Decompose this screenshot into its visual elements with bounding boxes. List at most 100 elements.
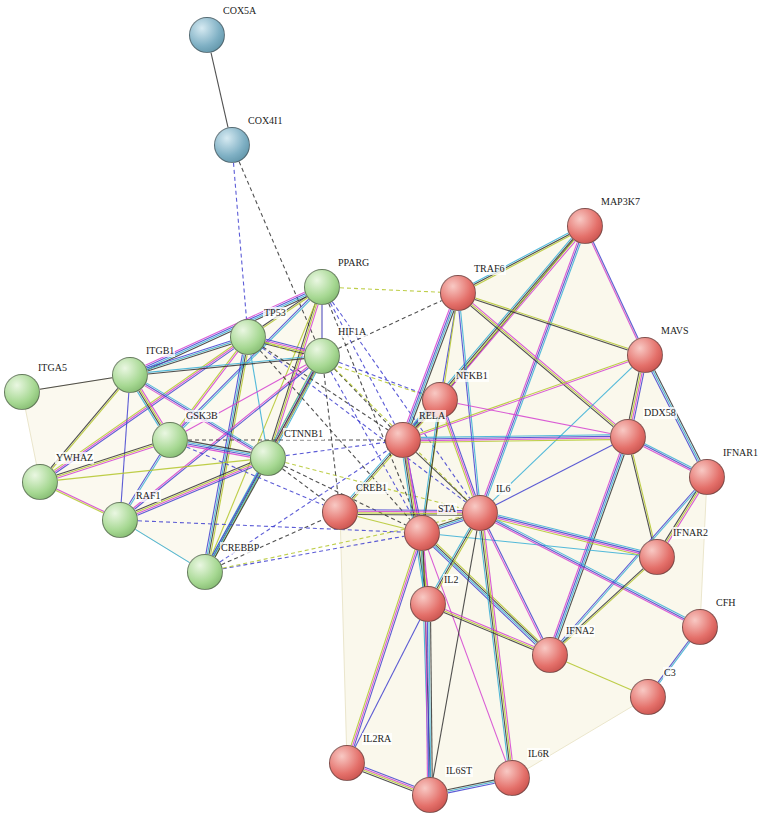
node-label: IFNA2 [565, 625, 595, 637]
interaction-edge [439, 517, 464, 528]
evidence-line [473, 303, 616, 424]
evidence-line [148, 359, 304, 374]
evidence-line [57, 489, 105, 512]
interaction-edge [324, 374, 338, 494]
evidence-line [436, 528, 470, 588]
evidence-line [136, 463, 251, 511]
protein-node: IL2RA [329, 745, 365, 781]
evidence-line [251, 355, 265, 440]
node-sphere [230, 319, 266, 355]
evidence-line [420, 360, 628, 433]
evidence-line [321, 305, 322, 338]
interaction-edge [135, 529, 189, 562]
interaction-edge [563, 569, 645, 644]
interaction-edge [335, 369, 391, 427]
evidence-line [265, 343, 423, 395]
interaction-edge [322, 305, 323, 338]
protein-node: CTNNB1 [250, 440, 286, 476]
protein-node: TP53 [230, 319, 266, 355]
node-label: MAVS [660, 325, 690, 337]
interaction-edge [480, 531, 512, 761]
evidence-line [444, 612, 533, 649]
evidence-line [496, 445, 612, 505]
interaction-edge [351, 550, 418, 747]
node-sphere [682, 609, 718, 645]
protein-node: IL2 [410, 586, 446, 622]
evidence-line [211, 53, 228, 128]
interaction-edge [428, 550, 506, 761]
evidence-line [495, 523, 683, 620]
node-sphere [187, 554, 223, 590]
protein-node: GSK3B [152, 422, 188, 458]
evidence-line [645, 444, 692, 468]
interaction-edge [447, 780, 494, 793]
evidence-line [563, 569, 644, 643]
interaction-edge [339, 362, 423, 393]
node-sphere [304, 338, 340, 374]
interaction-edge [495, 520, 685, 620]
node-label: CTNNB1 [283, 428, 324, 440]
evidence-line [497, 518, 639, 553]
evidence-line [188, 443, 251, 455]
evidence-line [415, 240, 574, 427]
evidence-line [498, 515, 640, 550]
evidence-line [265, 342, 304, 352]
interaction-edge [632, 454, 654, 539]
protein-node: ITGB1 [112, 357, 148, 393]
node-label: COX4I1 [247, 115, 283, 127]
interaction-edge [239, 162, 315, 340]
evidence-line [644, 445, 691, 469]
node-label: DDX58 [643, 407, 677, 419]
node-sphere [412, 777, 448, 813]
interaction-edge [40, 378, 112, 389]
interaction-edge [416, 452, 467, 500]
evidence-line [485, 531, 513, 760]
protein-node: DDX58 [610, 419, 646, 455]
evidence-line [215, 373, 315, 557]
evidence-line [40, 378, 112, 389]
node-sphere [250, 440, 286, 476]
evidence-line [437, 529, 471, 589]
protein-node: MAVS [627, 337, 663, 373]
protein-node: IL6R [494, 760, 530, 796]
node-label: TRAF6 [473, 263, 506, 275]
evidence-line [475, 298, 628, 349]
protein-node: MAP3K7 [567, 208, 603, 244]
evidence-line [354, 551, 418, 747]
evidence-line [209, 355, 246, 555]
interaction-edge [658, 641, 690, 683]
protein-node: CREB1 [322, 494, 358, 530]
evidence-line [440, 535, 639, 555]
interaction-edge [54, 346, 234, 473]
interaction-edge [355, 620, 420, 747]
evidence-line [445, 418, 473, 497]
interaction-edge [496, 445, 612, 505]
interaction-edge [136, 463, 253, 516]
evidence-line [433, 531, 477, 778]
evidence-line [353, 550, 417, 746]
protein-node: CREBBP [187, 554, 223, 590]
evidence-line [414, 239, 573, 426]
node-sphere [4, 374, 40, 410]
interaction-edge [643, 444, 691, 471]
evidence-line [330, 303, 394, 424]
protein-node: COX5A [189, 17, 225, 53]
interaction-edge [351, 453, 393, 500]
protein-node: TRAF6 [440, 275, 476, 311]
evidence-line [239, 162, 315, 340]
interaction-edge [426, 622, 432, 777]
protein-node: RELA [385, 422, 421, 458]
node-label: TP53 [263, 307, 287, 319]
interaction-edge [436, 528, 473, 589]
evidence-line [364, 769, 413, 788]
interaction-edge [420, 360, 629, 435]
node-label: IFNAR2 [672, 527, 709, 539]
protein-node: CFH [682, 609, 718, 645]
protein-node: IL6 [462, 495, 498, 531]
node-sphere [322, 494, 358, 530]
evidence-line [324, 374, 338, 494]
protein-node: YWHAZ [22, 464, 58, 500]
node-sphere [329, 745, 365, 781]
node-sphere [22, 464, 58, 500]
node-sphere [639, 539, 675, 575]
